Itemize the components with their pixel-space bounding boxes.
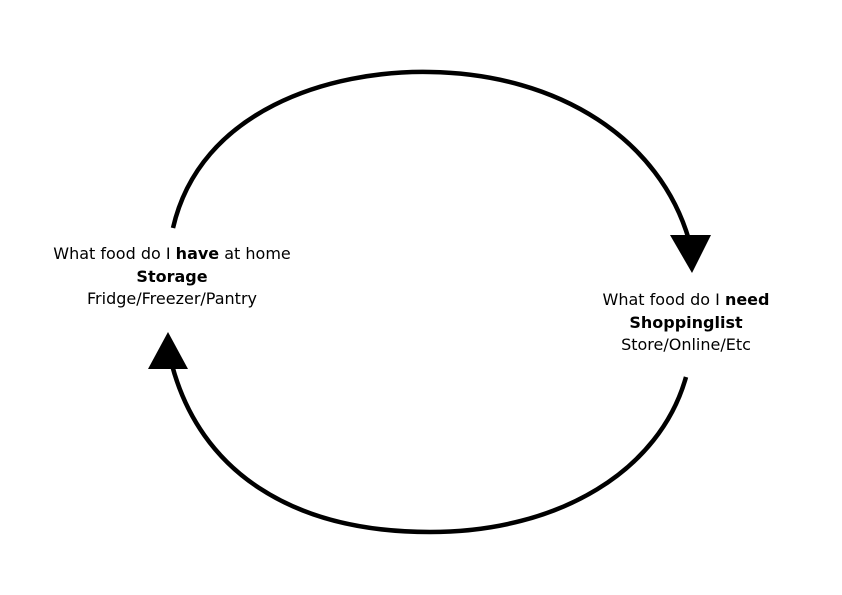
node-need-locations: Store/Online/Etc	[621, 335, 751, 354]
node-have-locations: Fridge/Freezer/Pantry	[87, 289, 257, 308]
arrow-head-down	[670, 235, 711, 273]
arrow-bottom-path	[169, 364, 689, 535]
node-need-title: Shoppinglist	[629, 312, 743, 332]
node-have-title: Storage	[136, 266, 208, 286]
node-have-question: What food do I have at home	[53, 244, 291, 263]
node-have-at-home: What food do I have at home Storage Frid…	[22, 243, 322, 311]
node-need-shopping: What food do I need Shoppinglist Store/O…	[566, 289, 806, 357]
arrow-head-up	[148, 332, 188, 369]
arrow-top-path	[170, 69, 692, 241]
node-need-question: What food do I need	[602, 290, 770, 309]
